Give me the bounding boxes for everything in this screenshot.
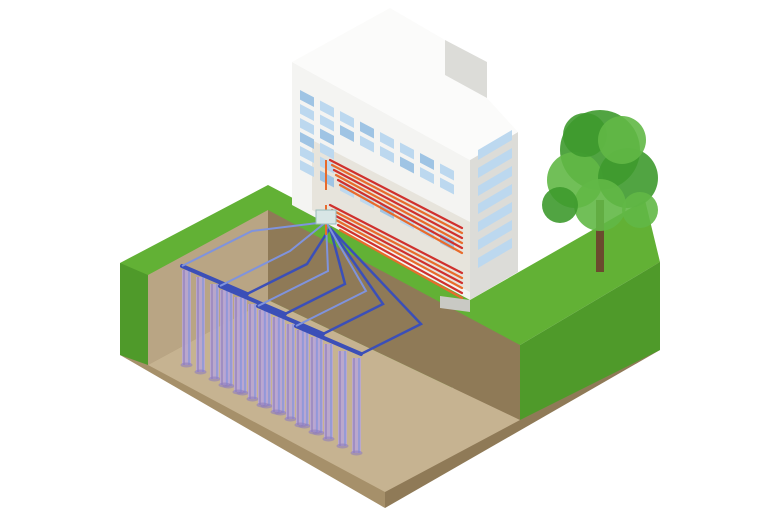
pile [258,310,267,405]
pile-base [285,417,297,422]
pile-base [209,377,221,382]
pile [234,297,243,392]
pile-base [233,390,245,395]
pile-base [351,451,363,456]
pile [248,304,257,399]
pile [182,270,191,365]
pit-front-cut [120,263,148,365]
foliage-clump [598,116,646,164]
pile [310,337,319,432]
heat-pump-unit [316,210,336,224]
pile [352,358,361,453]
pile [338,351,347,446]
foliage-clump [622,192,658,228]
pile [220,290,229,385]
foliage-clump [542,187,578,223]
pile-base [309,430,321,435]
foliage-clump [574,179,626,231]
pile-base [219,383,231,388]
pile [324,344,333,439]
pile [210,284,219,379]
pile-base [271,410,283,415]
pile-base [195,370,207,375]
pile [286,324,295,419]
pile [196,277,205,372]
pile-base [295,423,307,428]
pile [272,317,281,412]
pile [296,330,305,425]
pile-base [337,444,349,449]
pile-base [247,397,259,402]
pile-base [323,437,335,442]
pile-base [181,363,193,368]
tree-foliage [542,110,658,231]
pile-base [257,403,269,408]
